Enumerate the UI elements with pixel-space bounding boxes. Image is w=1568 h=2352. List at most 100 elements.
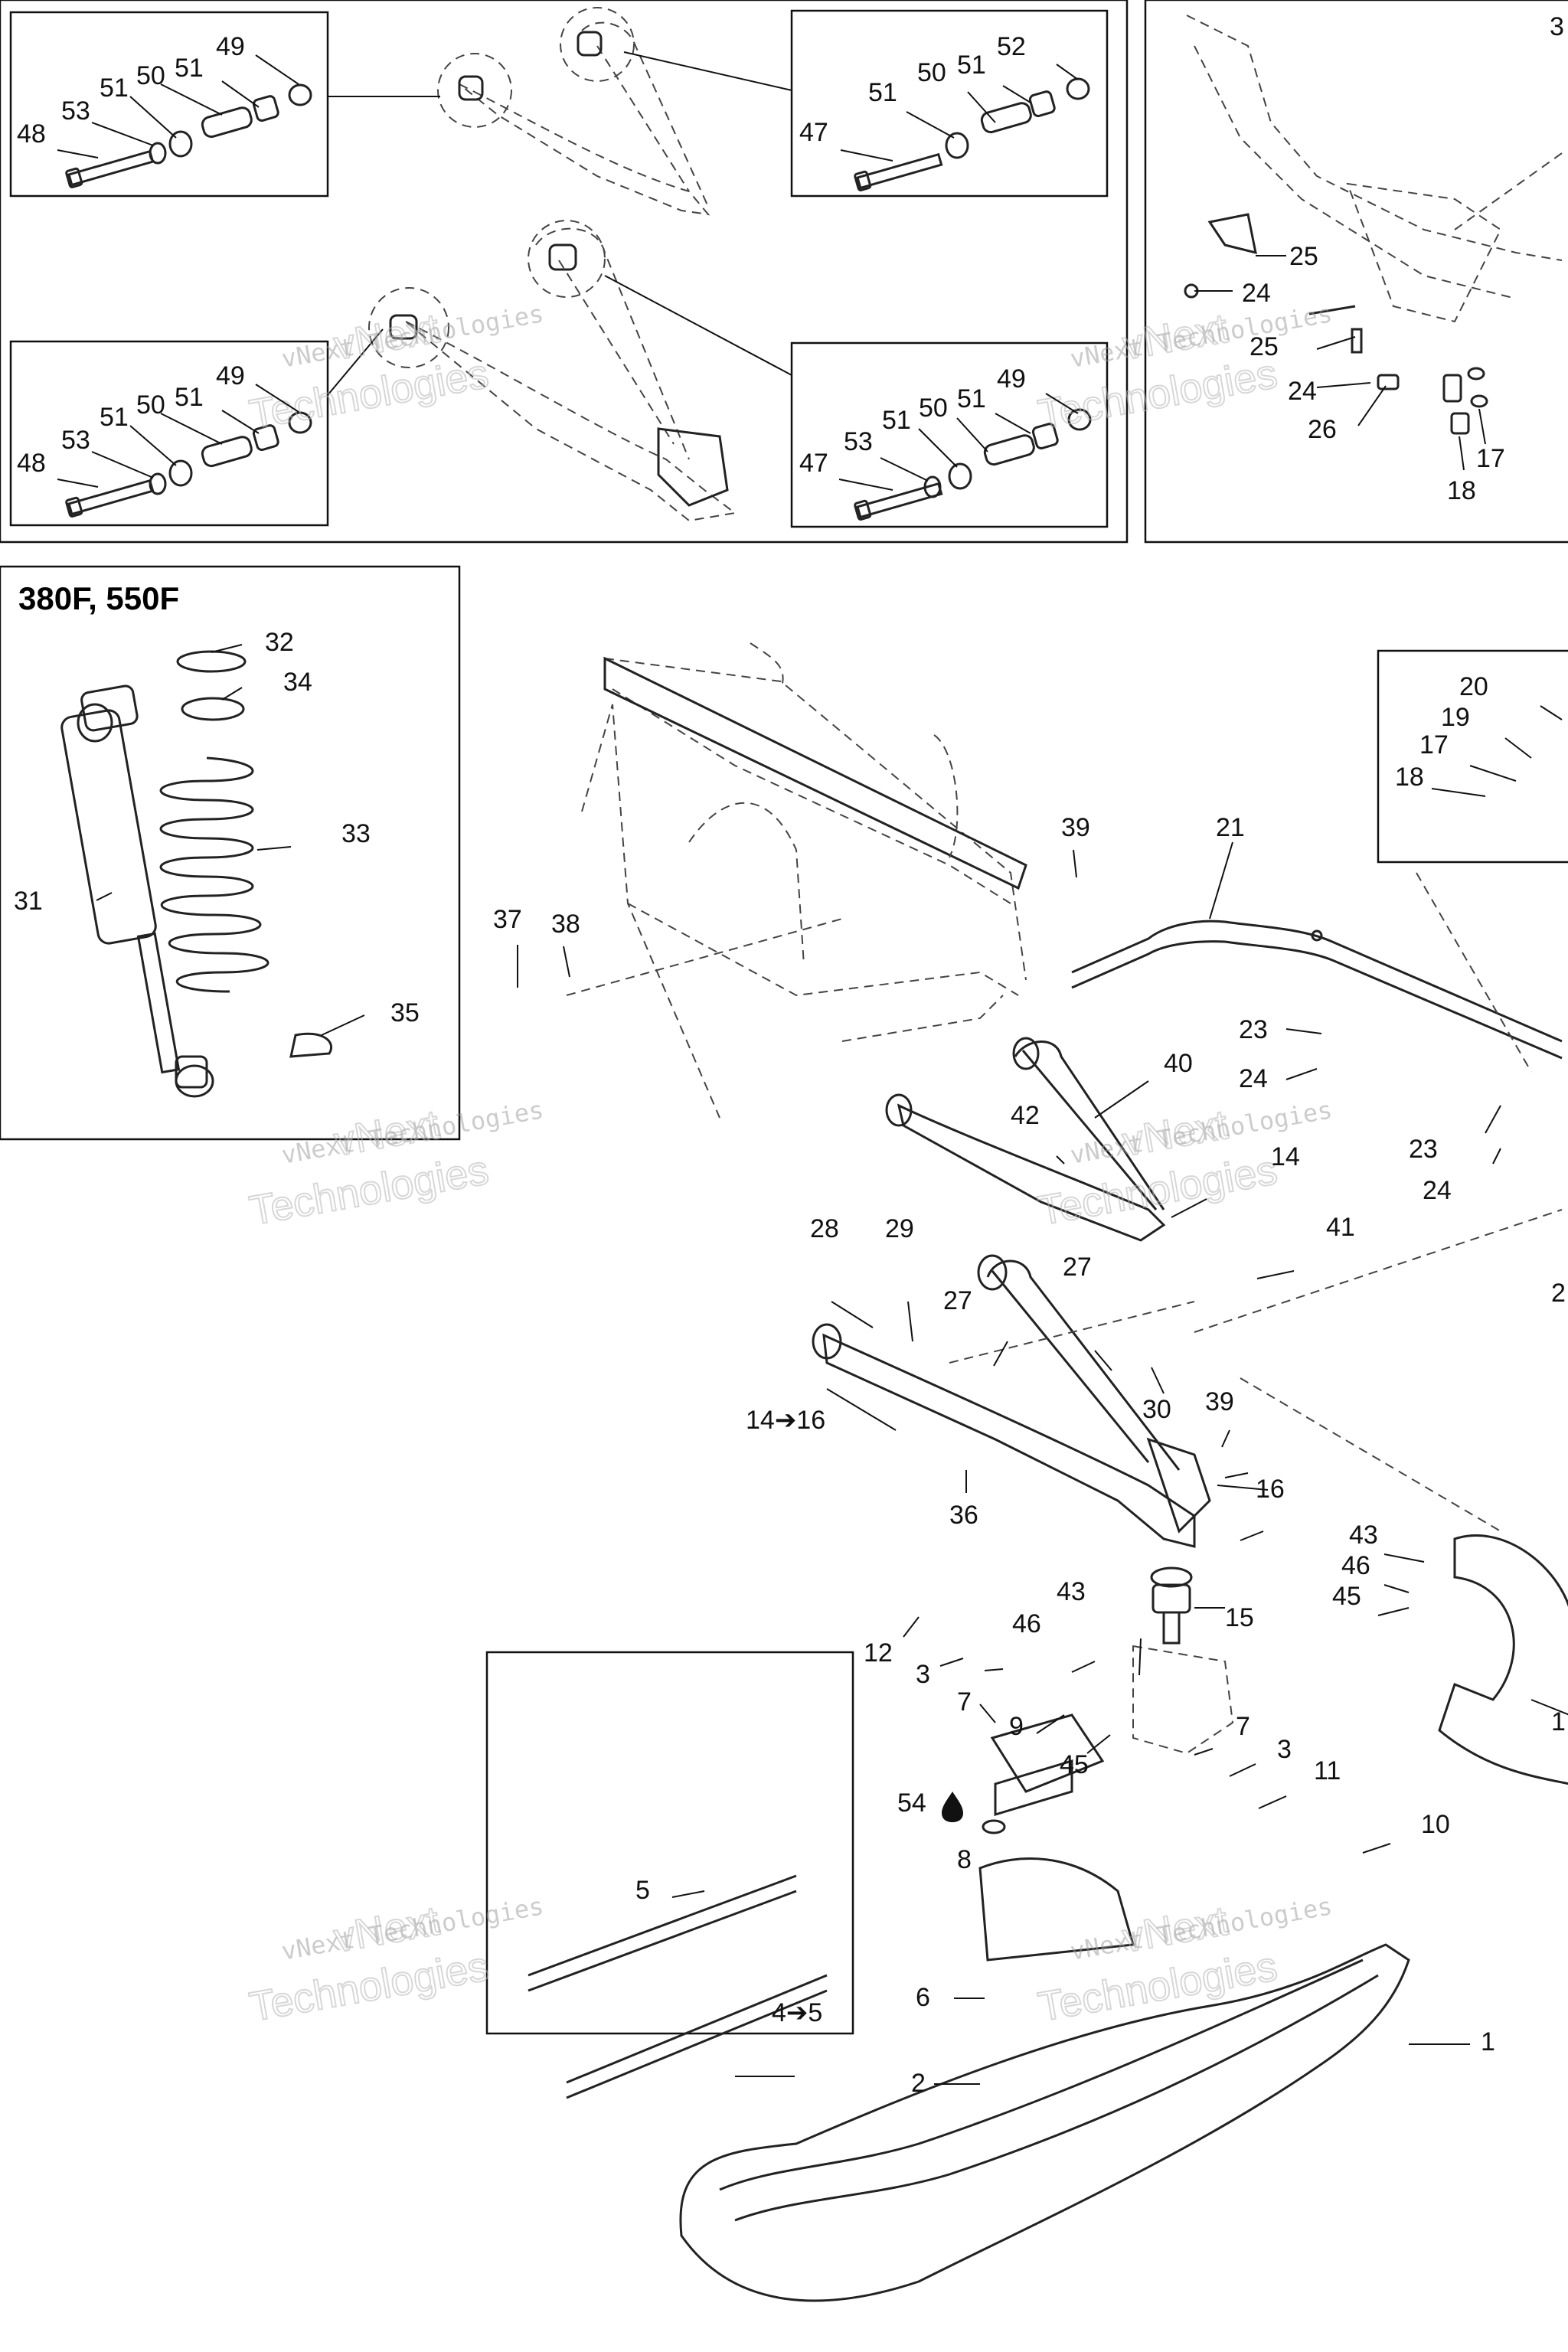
callout-49: 49	[216, 361, 245, 390]
callout-38: 38	[551, 910, 580, 939]
callout-4-to-5: 4➔5	[772, 1998, 822, 2027]
bolt-assembly-lower-left	[65, 411, 312, 518]
callout-42: 42	[1011, 1101, 1040, 1130]
callout-2-cut: 2	[1551, 1279, 1566, 1308]
bolt-box-upper-right	[790, 9, 1109, 198]
callout-43: 43	[1057, 1577, 1086, 1606]
callout-45: 45	[1060, 1750, 1089, 1779]
callout-52: 52	[997, 32, 1026, 61]
callout-18: 18	[1447, 476, 1476, 505]
callout-51: 51	[175, 54, 204, 83]
bolt-box-lower-right	[790, 341, 1109, 528]
callout-2: 2	[911, 2069, 926, 2098]
callout-17: 17	[1419, 730, 1449, 760]
ski-leg-housing	[1438, 1534, 1568, 1785]
callout-51: 51	[100, 403, 129, 432]
callout-26: 26	[1308, 415, 1337, 444]
callout-35: 35	[390, 998, 420, 1027]
callout-19: 19	[1441, 703, 1470, 732]
svg-text:vNext: vNext	[331, 1898, 443, 1962]
svg-text:vNext: vNext	[1119, 1102, 1231, 1165]
callout-28: 28	[810, 1214, 839, 1243]
callout-43: 43	[1349, 1521, 1378, 1550]
inset-title: 380F, 550F	[18, 580, 179, 616]
callout-53: 53	[844, 427, 873, 456]
callout-5: 5	[635, 1876, 650, 1905]
callout-48: 48	[17, 119, 46, 149]
callout-3: 3	[916, 1660, 930, 1689]
callout-32: 32	[265, 628, 294, 657]
watermarks: vNext Technologies vNext Technologies vN…	[246, 299, 1334, 2031]
callout-14: 14	[1271, 1142, 1300, 1171]
callout-46: 46	[1341, 1551, 1370, 1580]
callout-53: 53	[61, 426, 90, 455]
callout-37: 37	[493, 905, 522, 934]
callout-17: 17	[1476, 444, 1505, 473]
top-right-panel-frame	[1144, 0, 1568, 544]
callout-24: 24	[1423, 1176, 1452, 1205]
callout-29: 29	[885, 1214, 914, 1243]
callout-50: 50	[919, 394, 948, 423]
bolt-assembly-upper-left	[65, 83, 312, 188]
callout-36: 36	[949, 1501, 978, 1530]
callout-51: 51	[175, 383, 204, 412]
callout-12: 12	[864, 1638, 893, 1668]
callout-50: 50	[136, 390, 165, 420]
callout-20: 20	[1459, 672, 1488, 701]
callout-27: 27	[1063, 1253, 1092, 1282]
upper-a-arm	[885, 1037, 1166, 1242]
callout-51: 51	[957, 51, 986, 80]
callout-53: 53	[61, 96, 90, 126]
callout-1: 1	[1481, 2027, 1495, 2056]
callout-48: 48	[17, 449, 46, 478]
callout-24: 24	[1288, 377, 1317, 406]
callout-33: 33	[341, 819, 371, 848]
callout-18: 18	[1395, 763, 1424, 792]
leader-lines	[57, 54, 1568, 2085]
callout-47: 47	[799, 449, 828, 478]
ski	[679, 1943, 1410, 2302]
steering-bar	[1071, 920, 1563, 1060]
callout-21: 21	[1216, 813, 1245, 842]
callout-51: 51	[957, 384, 986, 413]
callout-31: 31	[14, 887, 43, 916]
callout-10: 10	[1421, 1810, 1450, 1839]
wear-bar-inset	[485, 1651, 854, 2099]
callout-49: 49	[997, 364, 1026, 394]
svg-text:vNext: vNext	[1119, 305, 1231, 369]
callout-27: 27	[943, 1286, 972, 1315]
callout-47: 47	[799, 118, 828, 147]
lower-a-arm-top-panel	[368, 220, 737, 522]
callout-23: 23	[1239, 1015, 1268, 1044]
callout-14-to-16: 14➔16	[746, 1406, 825, 1435]
ski-rubber-and-mount	[978, 1713, 1135, 1962]
shock-inset-frame	[0, 565, 461, 1141]
callout-7: 7	[957, 1687, 972, 1717]
svg-text:vNext: vNext	[331, 1102, 443, 1165]
callout-39: 39	[1205, 1387, 1234, 1416]
bracket-inset-frame	[1377, 649, 1568, 864]
callout-8: 8	[957, 1845, 972, 1874]
callout-34: 34	[283, 668, 312, 697]
bolt-box-upper-left	[9, 11, 329, 198]
bolt-assembly-lower-right	[854, 408, 1092, 521]
svg-text:vNext: vNext	[1119, 1898, 1231, 1962]
callout-51: 51	[868, 78, 897, 107]
callout-49: 49	[216, 32, 245, 61]
callout-25: 25	[1250, 332, 1279, 361]
svg-text:vNext: vNext	[331, 305, 443, 369]
callout-25: 25	[1289, 242, 1318, 271]
callout-16: 16	[1256, 1475, 1285, 1504]
callout-3-cut: 3	[1550, 12, 1564, 41]
callout-51: 51	[882, 406, 911, 435]
callout-46: 46	[1012, 1609, 1041, 1638]
drop-icon	[942, 1792, 963, 1822]
callout-50: 50	[136, 61, 165, 90]
callout-50: 50	[917, 58, 946, 87]
top-left-panel-frame	[0, 0, 1129, 544]
callout-3: 3	[1277, 1735, 1292, 1764]
bolt-box-lower-left	[9, 340, 329, 527]
callout-6: 6	[916, 1983, 930, 2012]
spring	[159, 650, 332, 1058]
